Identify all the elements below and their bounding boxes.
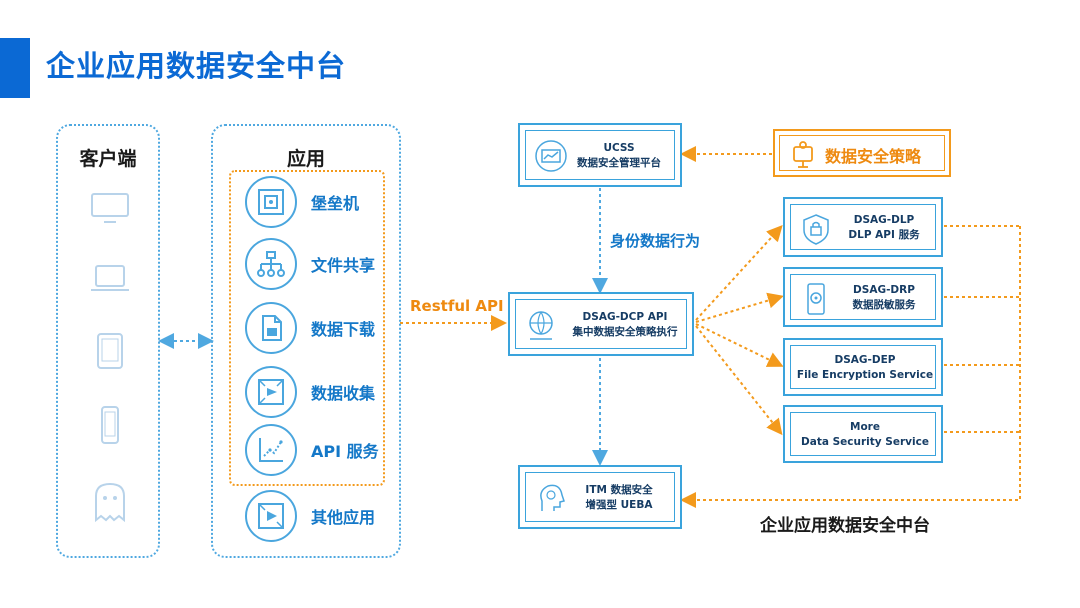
page-title: 企业应用数据安全中台	[46, 49, 347, 83]
dcp-more-arrow	[695, 325, 783, 436]
app-label: API 服务	[311, 442, 379, 461]
other-app-icon	[245, 490, 297, 542]
lightbulb-icon	[793, 141, 813, 168]
apps-heading: 应用	[286, 148, 325, 170]
service-title: DSAG-DEP	[834, 354, 896, 366]
shield-lock-icon	[803, 214, 829, 245]
app-label: 文件共享	[311, 256, 376, 275]
diagram-caption: 企业应用数据安全中台	[760, 516, 930, 536]
phone-icon	[101, 406, 119, 444]
app-item-data-collect[interactable]: 数据收集	[245, 366, 375, 418]
title-accent-bar	[0, 38, 30, 98]
identity-behavior-label: 身份数据行为	[610, 232, 701, 250]
phone-gear-icon	[807, 283, 825, 315]
brain-head-icon	[540, 484, 565, 511]
restful-api-label: Restful API	[410, 297, 504, 315]
app-item-other[interactable]: 其他应用	[245, 490, 375, 542]
apps-panel: 应用 堡垒机 文件共享 数据下载 数据收集 API 服务 其他应用	[211, 124, 401, 558]
app-item-file-share[interactable]: 文件共享	[245, 238, 375, 290]
app-label: 数据下载	[311, 320, 376, 339]
tablet-icon	[97, 333, 123, 369]
share-network-icon	[245, 238, 297, 290]
fortress-icon	[245, 176, 297, 228]
clients-heading: 客户端	[79, 148, 137, 170]
service-drp[interactable]: DSAG-DRP 数据脱敏服务	[783, 267, 943, 327]
app-item-data-download[interactable]: 数据下载	[245, 302, 375, 354]
service-dep[interactable]: DSAG-DEP File Encryption Service	[783, 338, 943, 396]
itm-title: ITM 数据安全	[585, 484, 653, 496]
service-subtitle: File Encryption Service	[796, 369, 934, 381]
service-subtitle: Data Security Service	[801, 436, 929, 448]
service-title: More	[850, 421, 880, 433]
app-item-fortress[interactable]: 堡垒机	[245, 176, 359, 228]
dcp-drp-arrow	[695, 292, 784, 323]
app-item-api-service[interactable]: API 服务	[245, 424, 379, 476]
service-more[interactable]: More Data Security Service	[783, 405, 943, 463]
monitor-chart-icon	[535, 140, 567, 172]
app-label: 数据收集	[311, 384, 376, 403]
ucss-subtitle: 数据安全管理平台	[577, 157, 661, 169]
apps-group-box	[229, 170, 385, 486]
globe-node-icon	[529, 311, 553, 340]
policy-node[interactable]: 数据安全策略	[773, 129, 951, 177]
laptop-icon	[91, 265, 129, 291]
ucss-title: UCSS	[603, 142, 635, 154]
itm-subtitle: 增强型 UEBA	[585, 499, 653, 511]
dcp-dep-arrow	[695, 323, 784, 367]
collect-icon	[245, 366, 297, 418]
service-title: DSAG-DLP	[853, 214, 915, 226]
app-label: 堡垒机	[311, 194, 360, 213]
ucss-node[interactable]: UCSS 数据安全管理平台	[518, 123, 682, 187]
dcp-subtitle: 集中数据安全策略执行	[572, 326, 678, 338]
service-title: DSAG-DRP	[853, 284, 915, 296]
download-file-icon	[245, 302, 297, 354]
service-subtitle: 数据脱敏服务	[852, 299, 916, 311]
service-subtitle: DLP API 服务	[848, 229, 920, 241]
clients-panel: 客户端	[56, 124, 160, 558]
service-dlp[interactable]: DSAG-DLP DLP API 服务	[783, 197, 943, 257]
app-label: 其他应用	[311, 508, 376, 527]
dcp-title: DSAG-DCP API	[582, 311, 668, 323]
dcp-dlp-arrow	[695, 225, 783, 321]
itm-node[interactable]: ITM 数据安全 增强型 UEBA	[518, 465, 682, 529]
dcp-node[interactable]: DSAG-DCP API 集中数据安全策略执行	[508, 292, 694, 356]
monitor-icon	[91, 193, 129, 223]
ghost-icon	[95, 482, 125, 523]
policy-label: 数据安全策略	[825, 147, 922, 166]
api-chart-icon	[245, 424, 297, 476]
